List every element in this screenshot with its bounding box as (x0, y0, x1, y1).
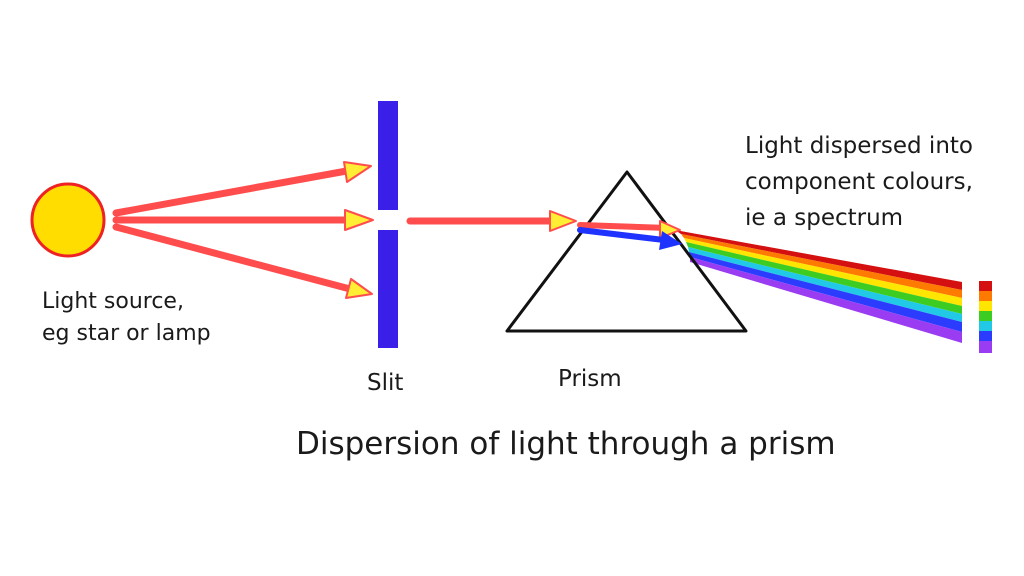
diagram-caption: Dispersion of light through a prism (296, 426, 836, 462)
spectrum-bar-green (979, 311, 992, 321)
slit-label: Slit (367, 370, 404, 396)
spectrum-label-line2: component colours, (745, 169, 973, 195)
slit-upper-bar (378, 101, 398, 210)
arrowhead-refracted-blue (659, 231, 682, 250)
light-source-label-line1: Light source, (42, 289, 184, 314)
slit-lower-bar (378, 230, 398, 348)
source-arrowheads (343, 161, 374, 299)
spectrum-bar-yellow (979, 301, 992, 311)
light-source-sun (30, 182, 106, 258)
band-green (686, 242, 962, 314)
band-orange (681, 234, 962, 298)
ray-upper (112, 166, 356, 217)
slit (378, 101, 398, 348)
light-source-label-line2: eg star or lamp (42, 321, 211, 346)
ray-lower (112, 223, 354, 293)
arrowhead-upper (343, 161, 372, 183)
spectrum-bar-cyan (979, 321, 992, 331)
spectrum-fan (675, 230, 962, 343)
arrowhead-middle (344, 209, 374, 231)
prism-triangle (505, 170, 748, 333)
band-violet (690, 257, 962, 343)
band-yellow (684, 238, 962, 306)
spectrum-label-line3: ie a spectrum (745, 205, 904, 231)
band-cyan (688, 247, 962, 322)
prism-label: Prism (558, 366, 622, 392)
spectrum-label: Light dispersed into component colours, … (745, 128, 973, 236)
band-blue (689, 252, 962, 332)
spectrum-bar-red (979, 281, 992, 291)
spectrum-bar-blue (979, 331, 992, 341)
spectrum-bar (979, 281, 992, 353)
spectrum-bar-violet (979, 341, 992, 353)
refracted-blue-ray (577, 227, 667, 243)
band-red (675, 230, 962, 290)
spectrum-bar-orange (979, 291, 992, 301)
arrowhead-prism (549, 210, 577, 232)
refracted-red-ray (577, 222, 671, 231)
arrowhead-lower (345, 278, 373, 299)
source-rays (112, 166, 356, 293)
light-source-label: Light source, eg star or lamp (42, 286, 211, 350)
spectrum-label-line1: Light dispersed into (745, 133, 973, 159)
